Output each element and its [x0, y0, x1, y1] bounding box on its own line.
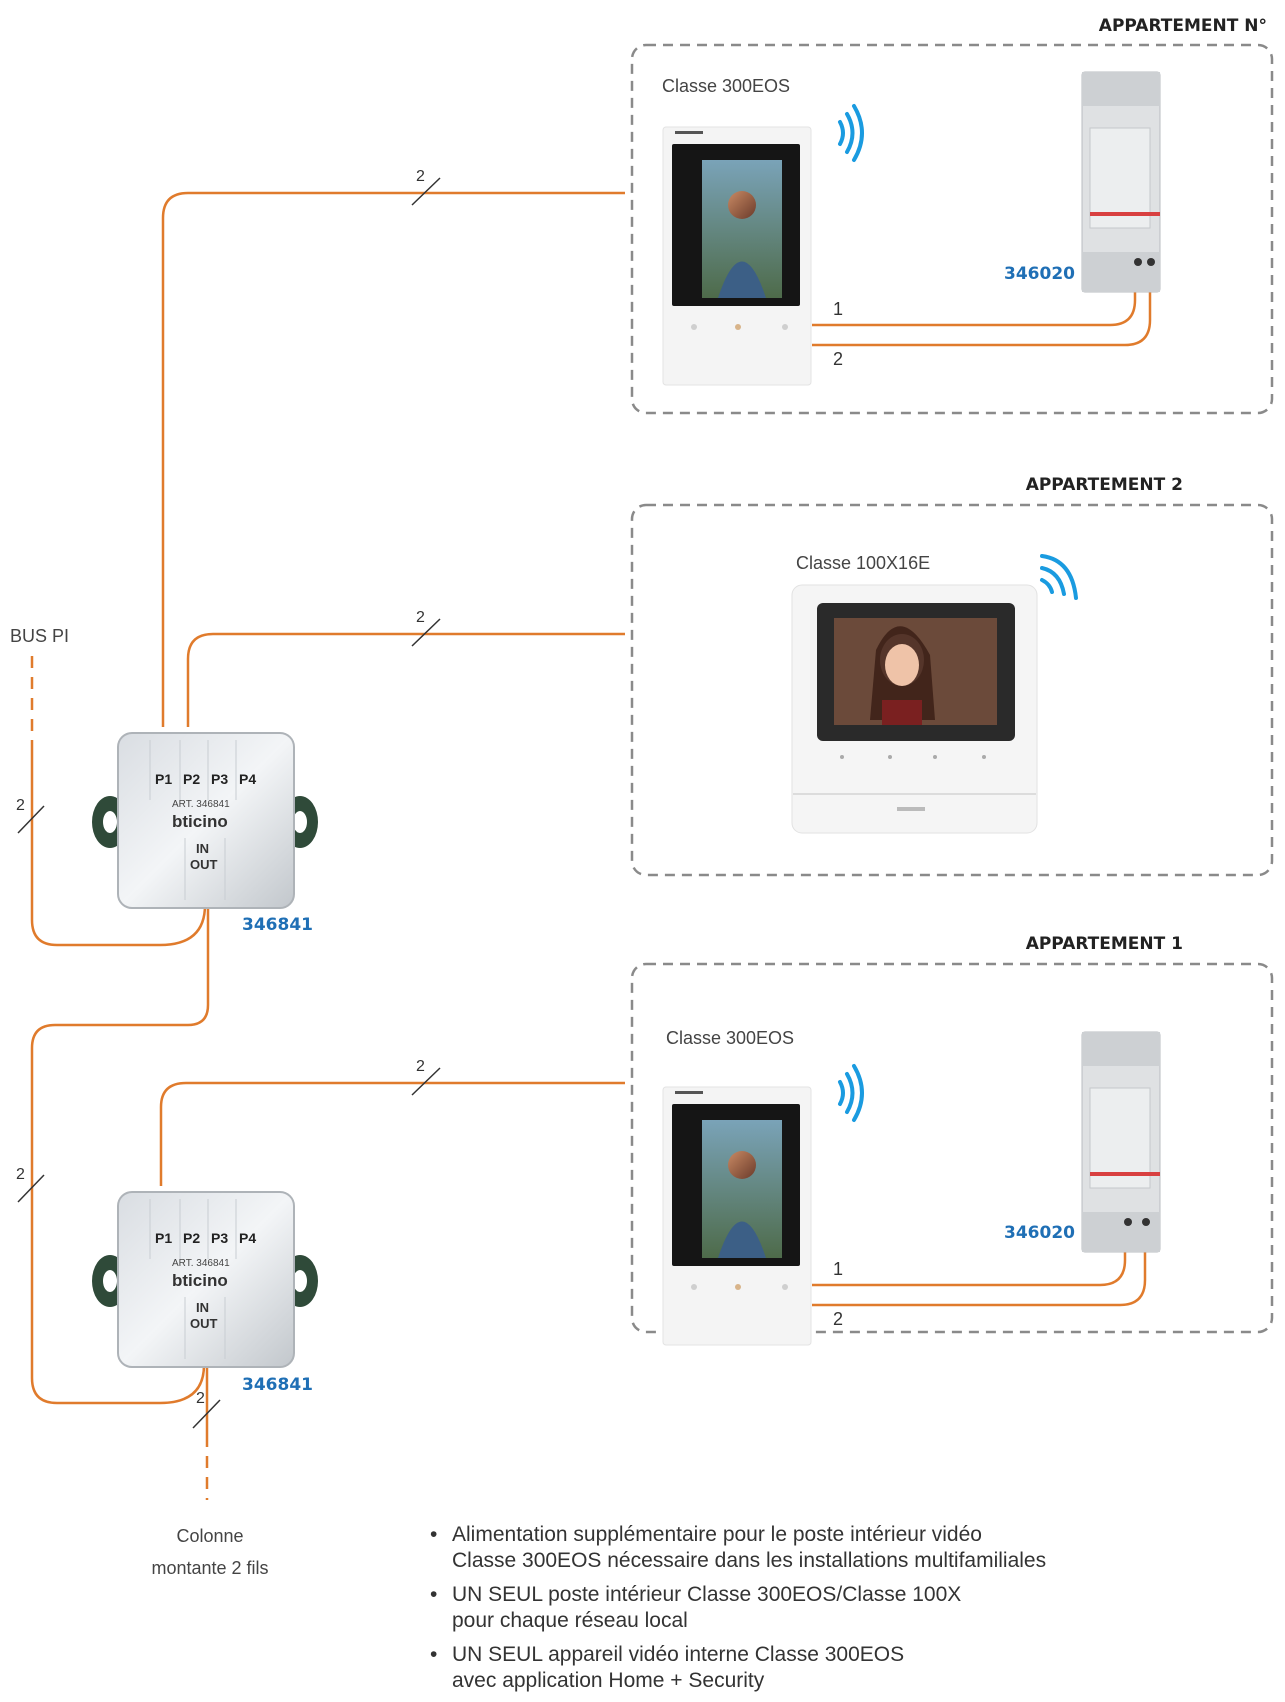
power-supply-1 — [1081, 1031, 1161, 1253]
distributor-top — [92, 732, 318, 909]
out-label: OUT — [190, 857, 218, 872]
brand-logo: bticino — [172, 1271, 228, 1290]
wire-apartment-n-2 — [812, 260, 1152, 347]
port-label: P3 — [211, 1230, 229, 1246]
wire-count-label: 2 — [416, 609, 425, 626]
dashed-wires — [30, 656, 209, 1500]
wire-apartment-n-1 — [812, 260, 1137, 327]
port-label: P1 — [155, 1230, 173, 1246]
wire-bus-in — [30, 740, 207, 947]
psu-code-1: 346020 — [1004, 1223, 1075, 1243]
port-label: P2 — [183, 1230, 201, 1246]
apartment-1-title: APPARTEMENT 1 — [1025, 934, 1183, 954]
in-label: IN — [196, 1300, 209, 1315]
port-label: P4 — [239, 771, 257, 787]
wire-number-1: 1 — [833, 1259, 844, 1279]
wire-count-label: 2 — [16, 1166, 25, 1183]
wire-number-1: 1 — [833, 299, 844, 319]
monitor-classe-100x16e — [791, 584, 1038, 834]
distributor-icon — [117, 732, 295, 909]
wire-apartment-1-2 — [812, 1222, 1147, 1307]
note-line: UN SEUL poste intérieur Classe 300EOS/Cl… — [452, 1583, 962, 1606]
apartment-frame-1 — [630, 962, 1274, 1334]
port-label: P4 — [239, 1230, 257, 1246]
note-line: Alimentation supplémentaire pour le post… — [452, 1523, 982, 1546]
note-item: Alimentation supplémentaire pour le post… — [428, 1522, 1248, 1574]
riser-label-line-1: Colonne — [176, 1526, 244, 1546]
port-label: P1 — [155, 771, 173, 787]
apartment-frame-n — [630, 43, 1274, 415]
monitor-classe-300eos-1 — [662, 1086, 812, 1346]
bus-label: BUS PI — [10, 626, 70, 646]
apartment-n-title: APPARTEMENT N° — [1098, 16, 1267, 36]
wire-to-apartment-1 — [159, 1081, 625, 1186]
note-item: UN SEUL appareil vidéo interne Classe 30… — [428, 1642, 1248, 1694]
riser-label-line-2: montante 2 fils — [151, 1558, 269, 1578]
note-line: Classe 300EOS nécessaire dans les instal… — [452, 1549, 1047, 1572]
in-label: IN — [196, 841, 209, 856]
wire-count-label: 2 — [196, 1390, 205, 1407]
wires — [30, 191, 1152, 1435]
art-label: ART. 346841 — [172, 799, 230, 810]
apartment-2-title: APPARTEMENT 2 — [1025, 475, 1183, 495]
wire-count-label: 2 — [16, 797, 25, 814]
distributor-icon — [117, 1191, 295, 1368]
wifi-icon — [838, 1064, 864, 1122]
wire-to-apartment-2 — [186, 632, 625, 727]
wifi-icon — [1040, 554, 1078, 600]
wire-number-2: 2 — [833, 1309, 844, 1329]
model-label-1: Classe 300EOS — [666, 1028, 795, 1048]
notes-list: Alimentation supplémentaire pour le post… — [428, 1522, 1248, 1702]
wire-count-label: 2 — [416, 1058, 425, 1075]
riser-label: Colonne montante 2 fils — [110, 1520, 310, 1584]
model-label-n: Classe 300EOS — [662, 76, 791, 96]
distributor-code: 346841 — [242, 1375, 313, 1395]
note-line: UN SEUL appareil vidéo interne Classe 30… — [452, 1643, 905, 1666]
wifi-icon — [838, 104, 864, 162]
wire-apartment-1-1b — [812, 1222, 1127, 1287]
psu-code-n: 346020 — [1004, 264, 1075, 284]
distributor-code: 346841 — [242, 915, 313, 935]
port-label: P2 — [183, 771, 201, 787]
wire-riser-link — [30, 905, 210, 1405]
port-label: P3 — [211, 771, 229, 787]
distributor-bottom — [92, 1191, 318, 1368]
wire-number-2: 2 — [833, 349, 844, 369]
note-line: avec application Home + Security — [452, 1669, 765, 1692]
wire-to-apartment-n — [161, 191, 625, 727]
power-supply-n — [1081, 71, 1161, 293]
wire-ticks — [17, 177, 441, 1429]
wire-count-label: 2 — [416, 168, 425, 185]
apartment-frame-2 — [630, 503, 1274, 877]
note-line: pour chaque réseau local — [452, 1609, 688, 1632]
out-label: OUT — [190, 1316, 218, 1331]
note-item: UN SEUL poste intérieur Classe 300EOS/Cl… — [428, 1582, 1248, 1634]
brand-logo: bticino — [172, 812, 228, 831]
art-label: ART. 346841 — [172, 1258, 230, 1269]
monitor-classe-300eos-n — [662, 126, 812, 386]
model-label-2: Classe 100X16E — [796, 553, 931, 573]
